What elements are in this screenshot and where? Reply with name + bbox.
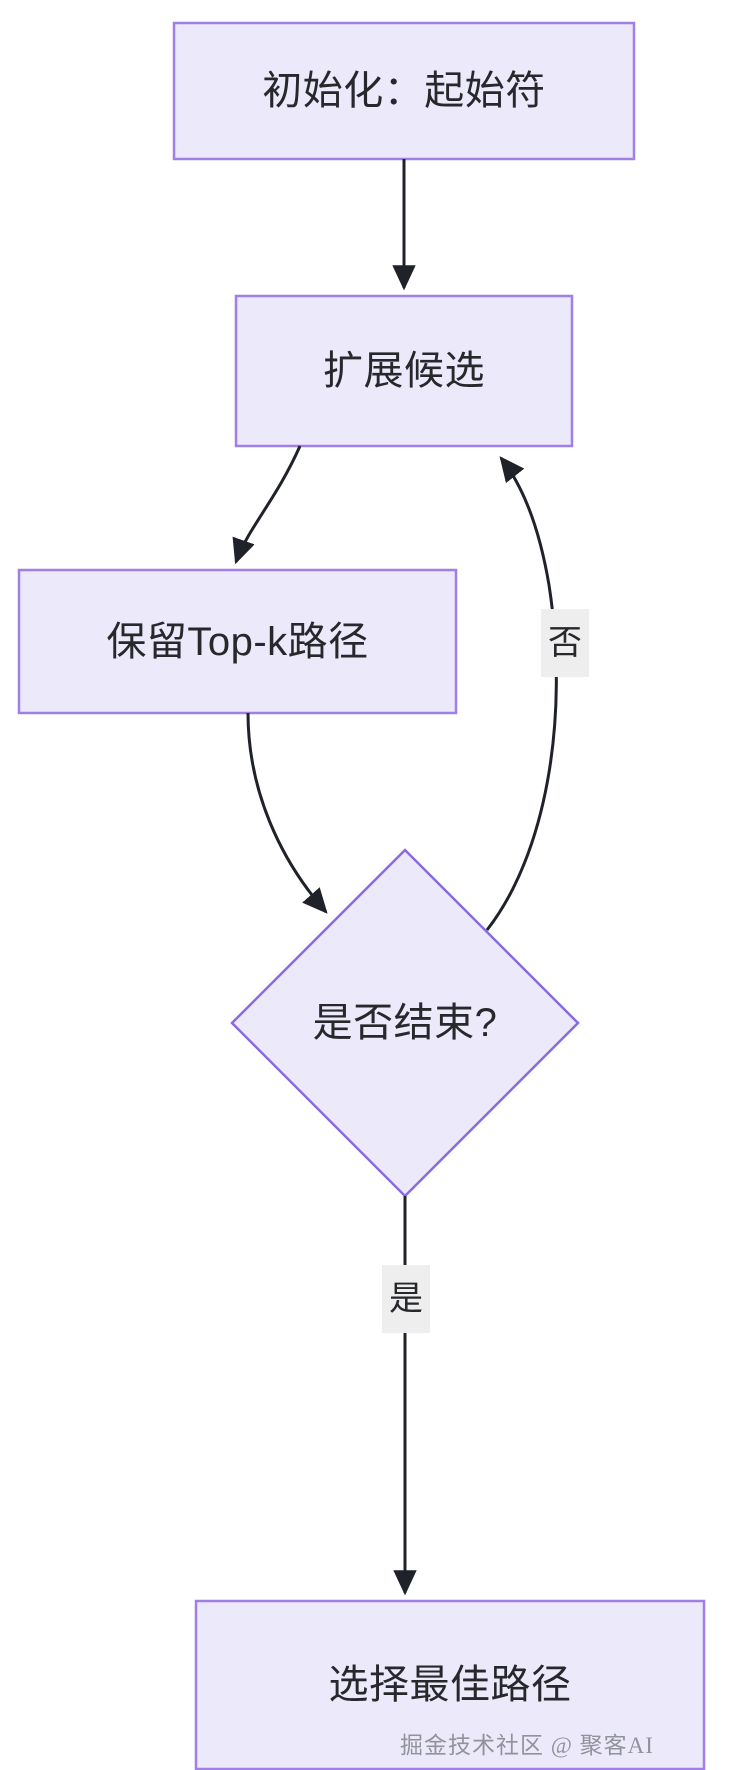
node-init-shape[interactable] (172, 21, 636, 161)
watermark-text: 掘金技术社区 @ 聚客AI (400, 1733, 654, 1758)
edge-label-no: 否 (541, 609, 589, 677)
node-expand-shape[interactable] (234, 294, 574, 448)
node-decision-shape[interactable] (230, 848, 580, 1198)
node-best-shape[interactable] (194, 1599, 706, 1770)
edge-label-yes: 是 (382, 1265, 430, 1333)
edge-expand-to-topk (232, 445, 302, 565)
node-topk-shape[interactable] (17, 568, 458, 715)
edge-decision-to-expand-no (485, 456, 558, 931)
edge-topk-to-decision (246, 712, 328, 914)
